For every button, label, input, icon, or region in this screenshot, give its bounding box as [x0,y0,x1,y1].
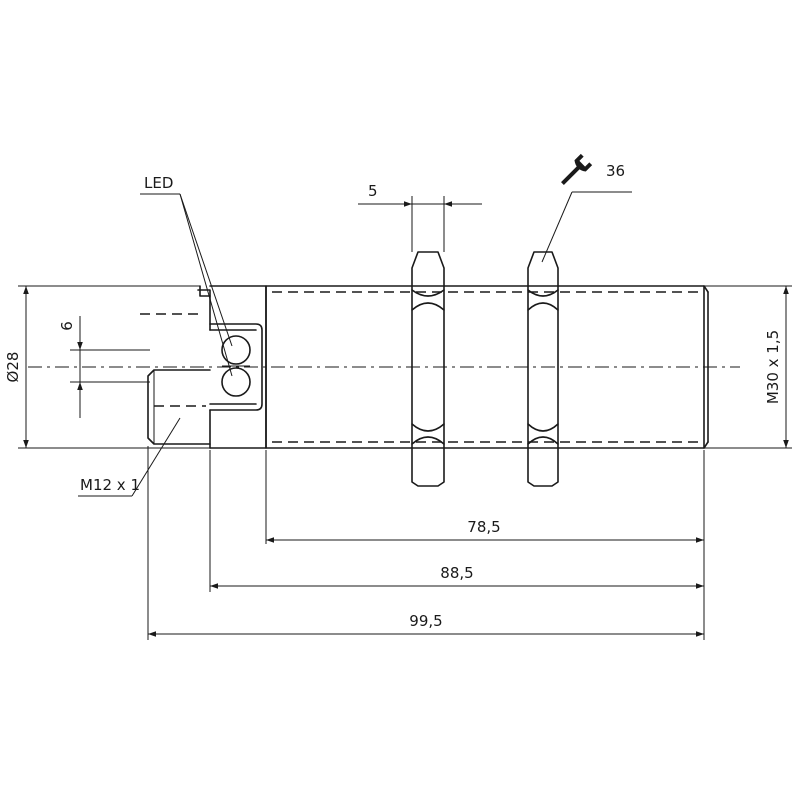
led-indicators [221,335,251,397]
led-label: LED [144,174,173,192]
nut-thickness-label: 5 [368,182,378,200]
sensor-cap [140,285,267,449]
led-leader [140,193,233,377]
connector-thread-label: M12 x 1 [80,476,140,494]
dim-785-label: 78,5 [467,518,500,536]
wrench-size-label: 36 [606,162,625,180]
connector [147,369,211,445]
connector-leader [78,417,181,497]
wrench-icon [561,153,593,185]
led-spacing-label: 6 [58,321,76,331]
dim-995-label: 99,5 [409,612,442,630]
diameter-label: Ø28 [4,352,22,383]
hex-nut-left [411,251,445,487]
body-thread-label: M30 x 1,5 [764,330,782,404]
extension-lines [18,196,792,640]
wrench-leader [541,191,632,263]
dim-885-label: 88,5 [440,564,473,582]
hex-nut-right [527,251,559,487]
